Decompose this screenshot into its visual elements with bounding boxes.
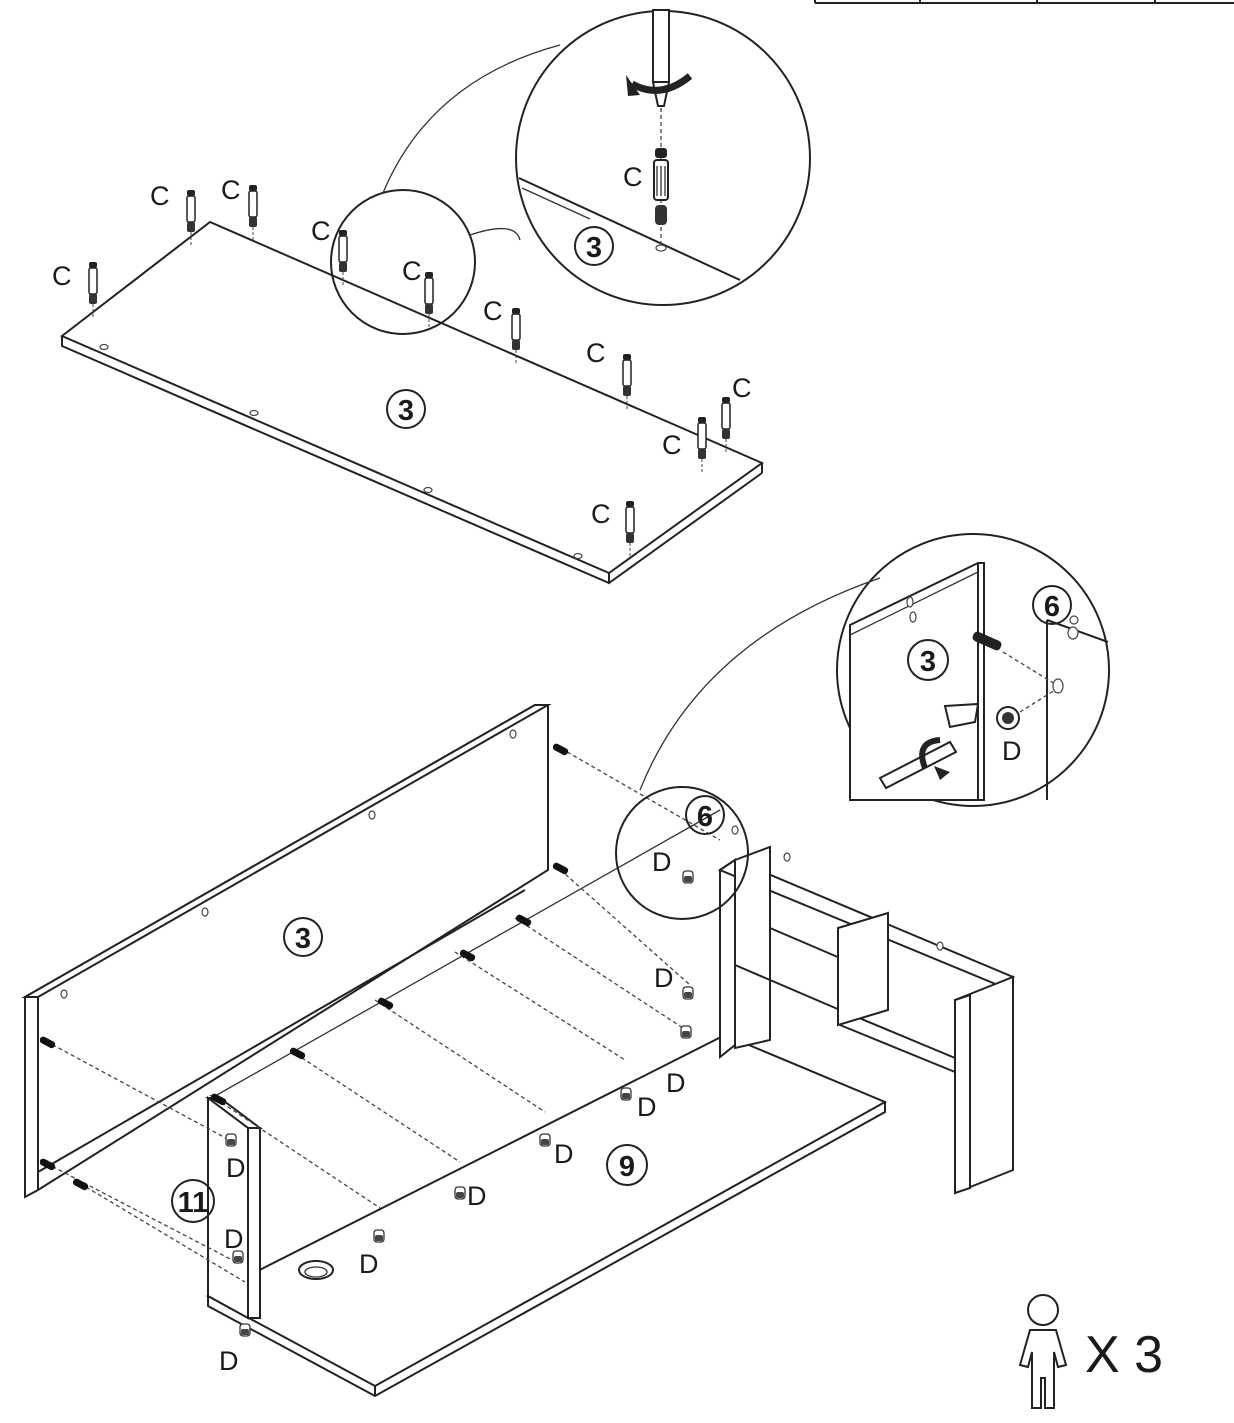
base-panel-9 bbox=[205, 1033, 888, 1398]
cam-label: D bbox=[224, 1224, 244, 1254]
dowel-icon bbox=[625, 501, 635, 557]
back-panel-3 bbox=[21, 704, 552, 1199]
dowel-label: C bbox=[221, 175, 241, 205]
fixing-paths bbox=[39, 744, 721, 1283]
frame-dowel-icon bbox=[39, 1158, 56, 1171]
end-panel-11 bbox=[205, 1096, 263, 1320]
dowel-group bbox=[88, 185, 731, 557]
zoom-callout-a: C 3 bbox=[330, 9, 811, 335]
person-count: X 3 bbox=[1018, 1294, 1163, 1409]
frame-dowel-icon bbox=[377, 997, 394, 1010]
frame-dowel-group bbox=[39, 743, 569, 1191]
dowel-label: C bbox=[732, 373, 752, 403]
dowel-label: C bbox=[483, 296, 503, 326]
dowel-icon bbox=[424, 272, 434, 328]
table-fragment bbox=[814, 0, 1234, 4]
cam-fitting-icon bbox=[373, 1229, 385, 1243]
zoom-callout-b: 6 3 6 D bbox=[615, 533, 1110, 920]
screwdriver-icon bbox=[878, 702, 980, 790]
dowel-icon bbox=[186, 190, 196, 246]
cam-label: D bbox=[652, 847, 672, 877]
cam-fitting-icon bbox=[225, 1133, 237, 1147]
cam-label: D bbox=[467, 1181, 487, 1211]
dowel-label: C bbox=[52, 261, 72, 291]
cam-fitting-icon bbox=[539, 1133, 551, 1147]
part-number-3-zoom-a: 3 bbox=[586, 232, 602, 264]
person-icon bbox=[1018, 1294, 1068, 1409]
cam-fitting-icon bbox=[682, 870, 694, 884]
cam-label: D bbox=[219, 1346, 239, 1376]
cam-fitting-icon bbox=[620, 1087, 632, 1101]
side-unit-6 bbox=[717, 825, 1016, 1195]
part-number-11: 11 bbox=[178, 1187, 209, 1219]
frame-dowel-icon bbox=[459, 949, 476, 962]
cam-label: D bbox=[637, 1092, 657, 1122]
frame-dowel-icon bbox=[210, 1093, 227, 1106]
frame-dowel-icon bbox=[39, 1036, 56, 1049]
frame-dowel-icon bbox=[72, 1178, 89, 1191]
dowel-label-zoom: C bbox=[623, 162, 643, 192]
frame-dowel-icon bbox=[515, 914, 532, 927]
person-count-text: X 3 bbox=[1085, 1326, 1163, 1384]
dowel-icon bbox=[721, 397, 731, 453]
dowel-label: C bbox=[150, 181, 170, 211]
part-number-9: 9 bbox=[619, 1151, 635, 1183]
dowel-icon bbox=[511, 308, 521, 364]
dowel-icon bbox=[248, 185, 258, 241]
cam-label: D bbox=[359, 1249, 379, 1279]
cam-label: D bbox=[654, 963, 674, 993]
cam-fitting-group bbox=[225, 870, 694, 1337]
cam-labels: D D D D D D D D D D bbox=[219, 847, 686, 1376]
part-number-6-zoom: 6 bbox=[1044, 591, 1060, 623]
dowel-label: C bbox=[662, 430, 682, 460]
cam-label: D bbox=[666, 1068, 686, 1098]
cam-fitting-icon bbox=[239, 1323, 251, 1337]
frame-dowel-icon bbox=[289, 1047, 306, 1060]
frame-dowel-icon bbox=[552, 862, 569, 875]
top-panel bbox=[60, 220, 765, 585]
cam-fitting-icon bbox=[232, 1250, 244, 1264]
cam-label-zoom: D bbox=[1002, 736, 1022, 766]
part-number-3-back: 3 bbox=[295, 923, 311, 955]
cam-fitting-icon bbox=[680, 1025, 692, 1039]
dowel-icon bbox=[697, 417, 707, 473]
part-number-6: 6 bbox=[697, 801, 713, 833]
dowel-label: C bbox=[591, 499, 611, 529]
dowel-icon bbox=[88, 262, 98, 318]
dowel-label: C bbox=[311, 216, 331, 246]
cam-label: D bbox=[226, 1153, 246, 1183]
cam-label: D bbox=[554, 1139, 574, 1169]
dowel-icon bbox=[622, 354, 632, 410]
part-number-3-top: 3 bbox=[398, 395, 414, 427]
dowel-label: C bbox=[402, 256, 422, 286]
cam-fitting-icon bbox=[454, 1186, 466, 1200]
cam-fitting-icon bbox=[682, 986, 694, 1000]
dowel-label: C bbox=[586, 338, 606, 368]
frame-dowel-icon bbox=[552, 743, 569, 756]
dowel-labels-top: C C C C C C C C C C bbox=[52, 175, 752, 529]
dowel-icon bbox=[338, 230, 348, 286]
part-number-3-zoom-b: 3 bbox=[920, 646, 936, 678]
rotate-arrow-icon bbox=[630, 73, 693, 94]
